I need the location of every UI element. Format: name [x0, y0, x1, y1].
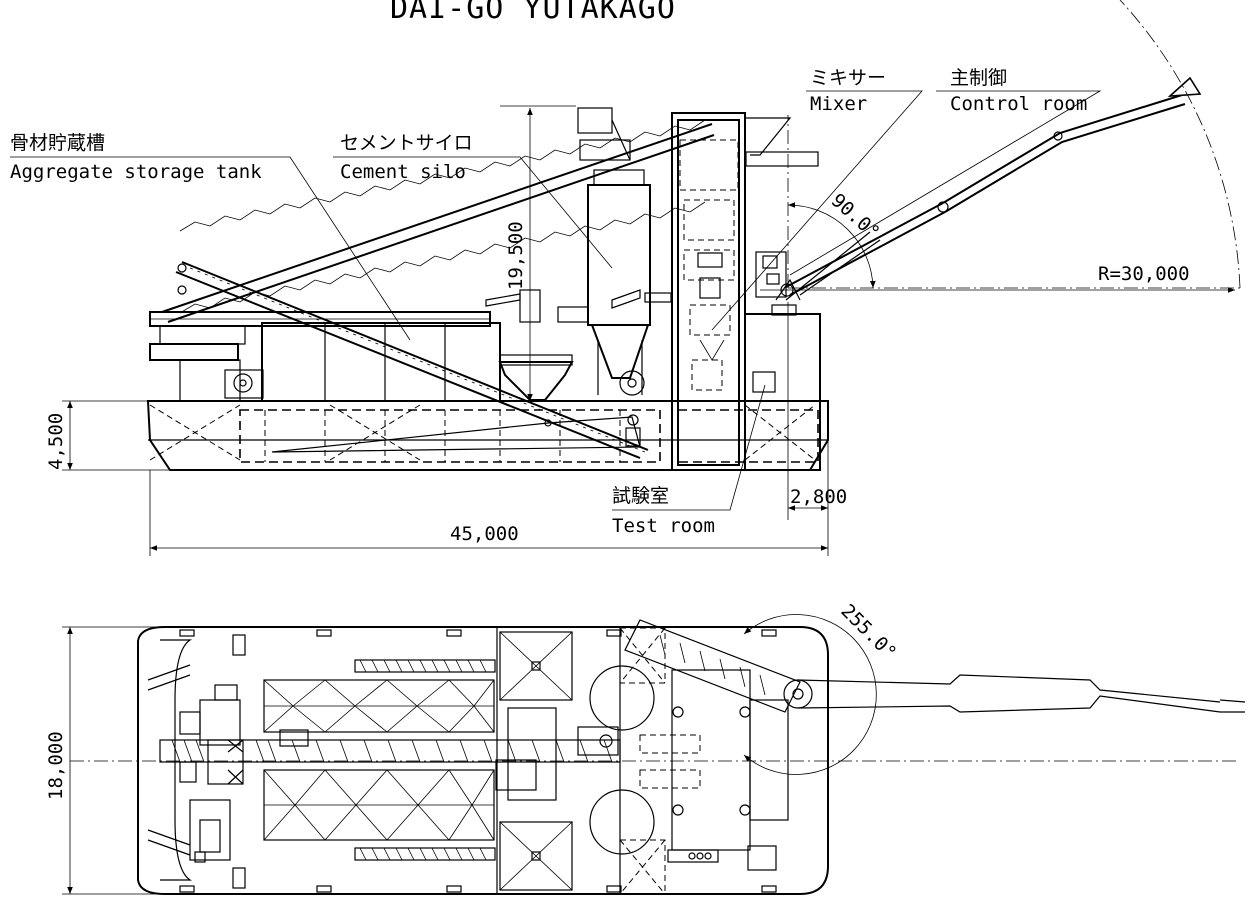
- winch: [224, 369, 264, 399]
- hull-stay: [271, 416, 641, 453]
- label-mixer-en: Mixer: [810, 93, 867, 115]
- hull-outline: [146, 400, 829, 471]
- angle-arc-90: [787, 202, 876, 289]
- plan-hull-outline: [137, 626, 829, 895]
- dim-reach: R=30,000: [1098, 263, 1190, 285]
- cement-silo: [577, 107, 672, 396]
- plan-central-conveyor: [159, 739, 621, 763]
- hull-frame-aft: [677, 409, 819, 463]
- reclaim-conveyor: [175, 261, 649, 459]
- plan-storage-bins-upper: [263, 679, 495, 733]
- dim-length: 45,000: [450, 523, 519, 545]
- plan-silo-lower: [589, 789, 655, 855]
- plan-silo-upper: [589, 665, 655, 731]
- plan-storage-bins-lower: [263, 769, 495, 841]
- hull-frame: [239, 409, 661, 463]
- leader-control: [789, 90, 1102, 276]
- slew-angle-arc: [743, 614, 877, 775]
- label-cement-jp: セメントサイロ: [340, 132, 473, 154]
- hull-bracing: [149, 404, 421, 461]
- label-control-jp: 主制御: [950, 67, 1007, 89]
- leader-cement: [333, 156, 613, 269]
- mixer-tower: [671, 112, 746, 471]
- tower-crane: [745, 117, 792, 156]
- label-control-en: Control room: [950, 93, 1087, 115]
- leader-test: [612, 384, 766, 511]
- leader-aggregate: [10, 156, 411, 341]
- label-aggregate-jp: 骨材貯蔵槽: [10, 132, 105, 154]
- plan-control-room: [671, 669, 751, 851]
- side-elevation: 骨材貯蔵槽 Aggregate storage tank セメントサイロ Cem…: [10, 0, 1241, 556]
- drawing-title: DAI-GO YUTAKAGO: [390, 0, 676, 26]
- plan-view: 255.0° 18,000: [45, 600, 1246, 895]
- dim-offset: 2,800: [790, 486, 847, 508]
- label-aggregate-en: Aggregate storage tank: [10, 161, 262, 183]
- fore-platform: [149, 343, 239, 361]
- dim-height: 19,500: [505, 221, 527, 290]
- label-test-jp: 試験室: [612, 485, 669, 507]
- hull-bracing-aft: [744, 404, 816, 461]
- bollards: [179, 629, 777, 893]
- fore-support: [179, 359, 241, 402]
- dim-depth: 4,500: [45, 413, 67, 470]
- plan-side-conveyor-bottom: [354, 847, 496, 861]
- label-test-en: Test room: [612, 515, 715, 537]
- leader-mixer: [711, 90, 923, 331]
- plan-slew-ring: [783, 679, 813, 709]
- plan-boom-conveyor: [624, 619, 801, 713]
- label-mixer-jp: ミキサー: [810, 67, 886, 89]
- label-cement-en: Cement silo: [340, 161, 466, 183]
- test-room-window: [752, 371, 776, 393]
- plan-side-conveyor-top: [354, 659, 496, 673]
- reach-arc: [1119, 0, 1241, 289]
- main-conveyor: [161, 119, 715, 323]
- plan-hoppers: [499, 631, 573, 891]
- plan-placing-boom: [797, 674, 1221, 713]
- dim-beam: 18,000: [45, 731, 67, 800]
- aggregate-storage-tank: [261, 322, 501, 402]
